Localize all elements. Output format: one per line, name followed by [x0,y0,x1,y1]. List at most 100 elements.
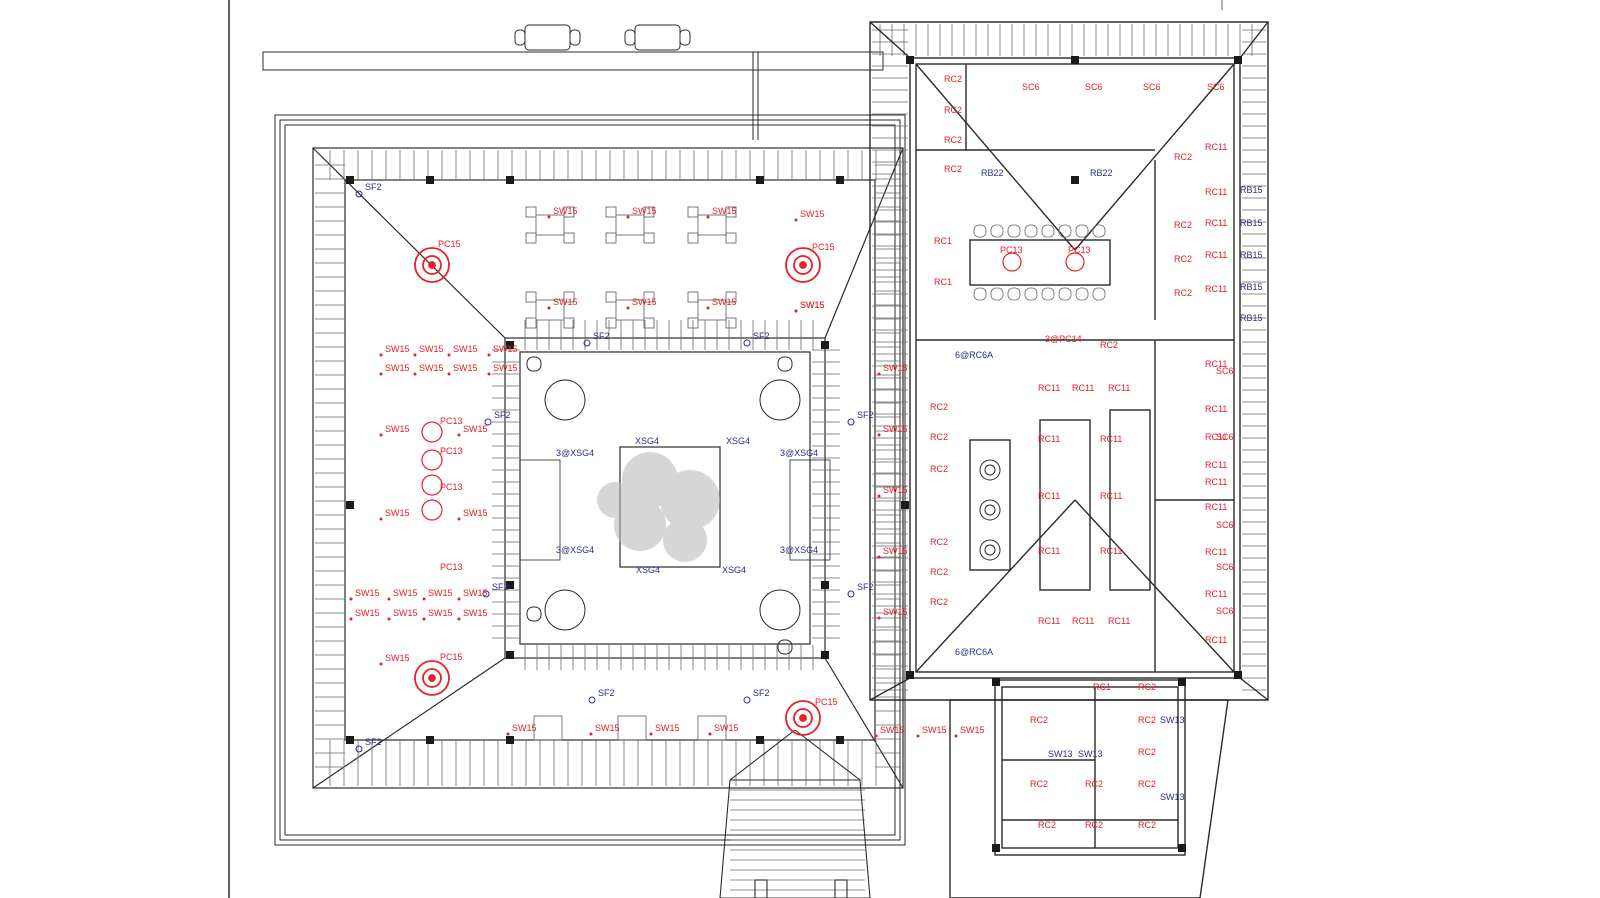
sw15-tag: SW15 [883,546,908,556]
kitchen-tag: RC11 [1100,434,1122,444]
dining-table [617,715,647,741]
column [426,736,434,744]
column [506,341,514,349]
toilet-tag: RC2 [1138,715,1156,725]
kitchen-tag: PC13 [1068,245,1091,255]
column [836,736,844,744]
chair [563,317,575,329]
fixture-dot [916,734,920,738]
fixture-dot [447,372,451,376]
stairs [519,459,831,561]
dining-table [533,715,563,741]
sf2-tag: SF2 [365,182,382,192]
fixture-dot [447,353,451,357]
kitchen-tag: RC11 [1038,546,1060,556]
kitchen-tag: 6@RC6A [955,350,993,360]
chair [525,291,537,303]
chair [563,232,575,244]
sw15-tag: SW15 [393,588,418,598]
pc15-tag: PC15 [812,242,835,252]
courtyard-tag: XSG4 [636,565,660,575]
sw15-tag: SW15 [355,608,380,618]
kitchen-tag: SC6 [1085,82,1103,92]
dining-table [615,299,645,321]
sw15-tag: SW15 [712,206,737,216]
courtyard-tag: 3@XSG4 [780,448,818,458]
pc13-tag: PC13 [440,416,463,426]
pc13-fixtures [421,252,1085,521]
sw15-tag: SW15 [512,723,537,733]
sw15-tag: SW15 [960,725,985,735]
kitchen-tag: RC11 [1205,635,1227,645]
kitchen-tag: RC2 [944,105,962,115]
pc15-tag: PC15 [438,239,461,249]
fixture-dot [794,309,798,313]
pc15-tag: PC15 [440,652,463,662]
fixture-dot [422,617,426,621]
fixture-dot [547,306,551,310]
chair [563,206,575,218]
pc13-tag: PC13 [440,562,463,572]
kitchen-tag: RC11 [1205,460,1227,470]
kitchen-tag: SC6 [1216,562,1234,572]
fixture-dot [457,517,461,521]
kitchen-tag: RC11 [1038,434,1060,444]
fixture-dot [877,616,881,620]
sw15-tag: SW15 [632,206,657,216]
sw15-tag: SW15 [883,485,908,495]
toilet-tag: RC2 [1138,779,1156,789]
sf2-tag: SF2 [753,688,770,698]
sw15-tag: SW15 [553,297,578,307]
pendant-light-icon [785,700,821,736]
sw15-tag: SW15 [419,363,444,373]
kitchen-tag: SC6 [1216,432,1234,442]
stool [1092,287,1106,301]
chair [605,232,617,244]
toilet-tag: SW13 [1160,792,1185,802]
fixture-dot [457,597,461,601]
kitchen-tag: RC11 [1108,383,1130,393]
kitchen-tag: RC2 [930,464,948,474]
sw15-tag: SW15 [428,608,453,618]
stool [973,287,987,301]
column [1071,176,1079,184]
sw15-tag: SW15 [453,344,478,354]
fixture-dot [413,353,417,357]
sw15-tag: SW15 [922,725,947,735]
sw15-tag: SW15 [714,723,739,733]
column [506,651,514,659]
fixture-dot [877,555,881,559]
sf2-tag: SF2 [593,331,610,341]
toilet-tag: RC2 [1138,682,1156,692]
stool [1075,224,1089,238]
fixture-dot [794,218,798,222]
stool [1024,224,1038,238]
sw15-tag: SW15 [553,206,578,216]
chair [525,232,537,244]
kitchen-tag: RC2 [1174,288,1192,298]
kitchen-tag: RC11 [1205,589,1227,599]
kitchen-tag: RC2 [1100,340,1118,350]
fixture-dot [626,306,630,310]
chair [525,317,537,329]
sf2-tag: SF2 [492,582,509,592]
column [901,501,909,509]
kitchen-stoves [979,459,1001,561]
kitchen-tag: RC11 [1038,616,1060,626]
fixture-dot [589,732,593,736]
kitchen-tag: 6@RC6A [955,647,993,657]
chair [643,206,655,218]
column [1234,56,1242,64]
stool [1058,287,1072,301]
sw15-tag: SW15 [463,608,488,618]
fixture-dot [379,433,383,437]
pendant-light-icon [414,247,450,283]
kitchen-tag: RC1 [934,236,952,246]
sw15-tag: SW15 [800,300,825,310]
sw15-tag: SW15 [883,424,908,434]
courtyard-tag: XSG4 [726,436,750,446]
kitchen-tag: RC11 [1108,616,1130,626]
sw15-tag: SW15 [385,344,410,354]
sw15-tag: SW15 [595,723,620,733]
sf2-marker-icon [583,339,591,347]
